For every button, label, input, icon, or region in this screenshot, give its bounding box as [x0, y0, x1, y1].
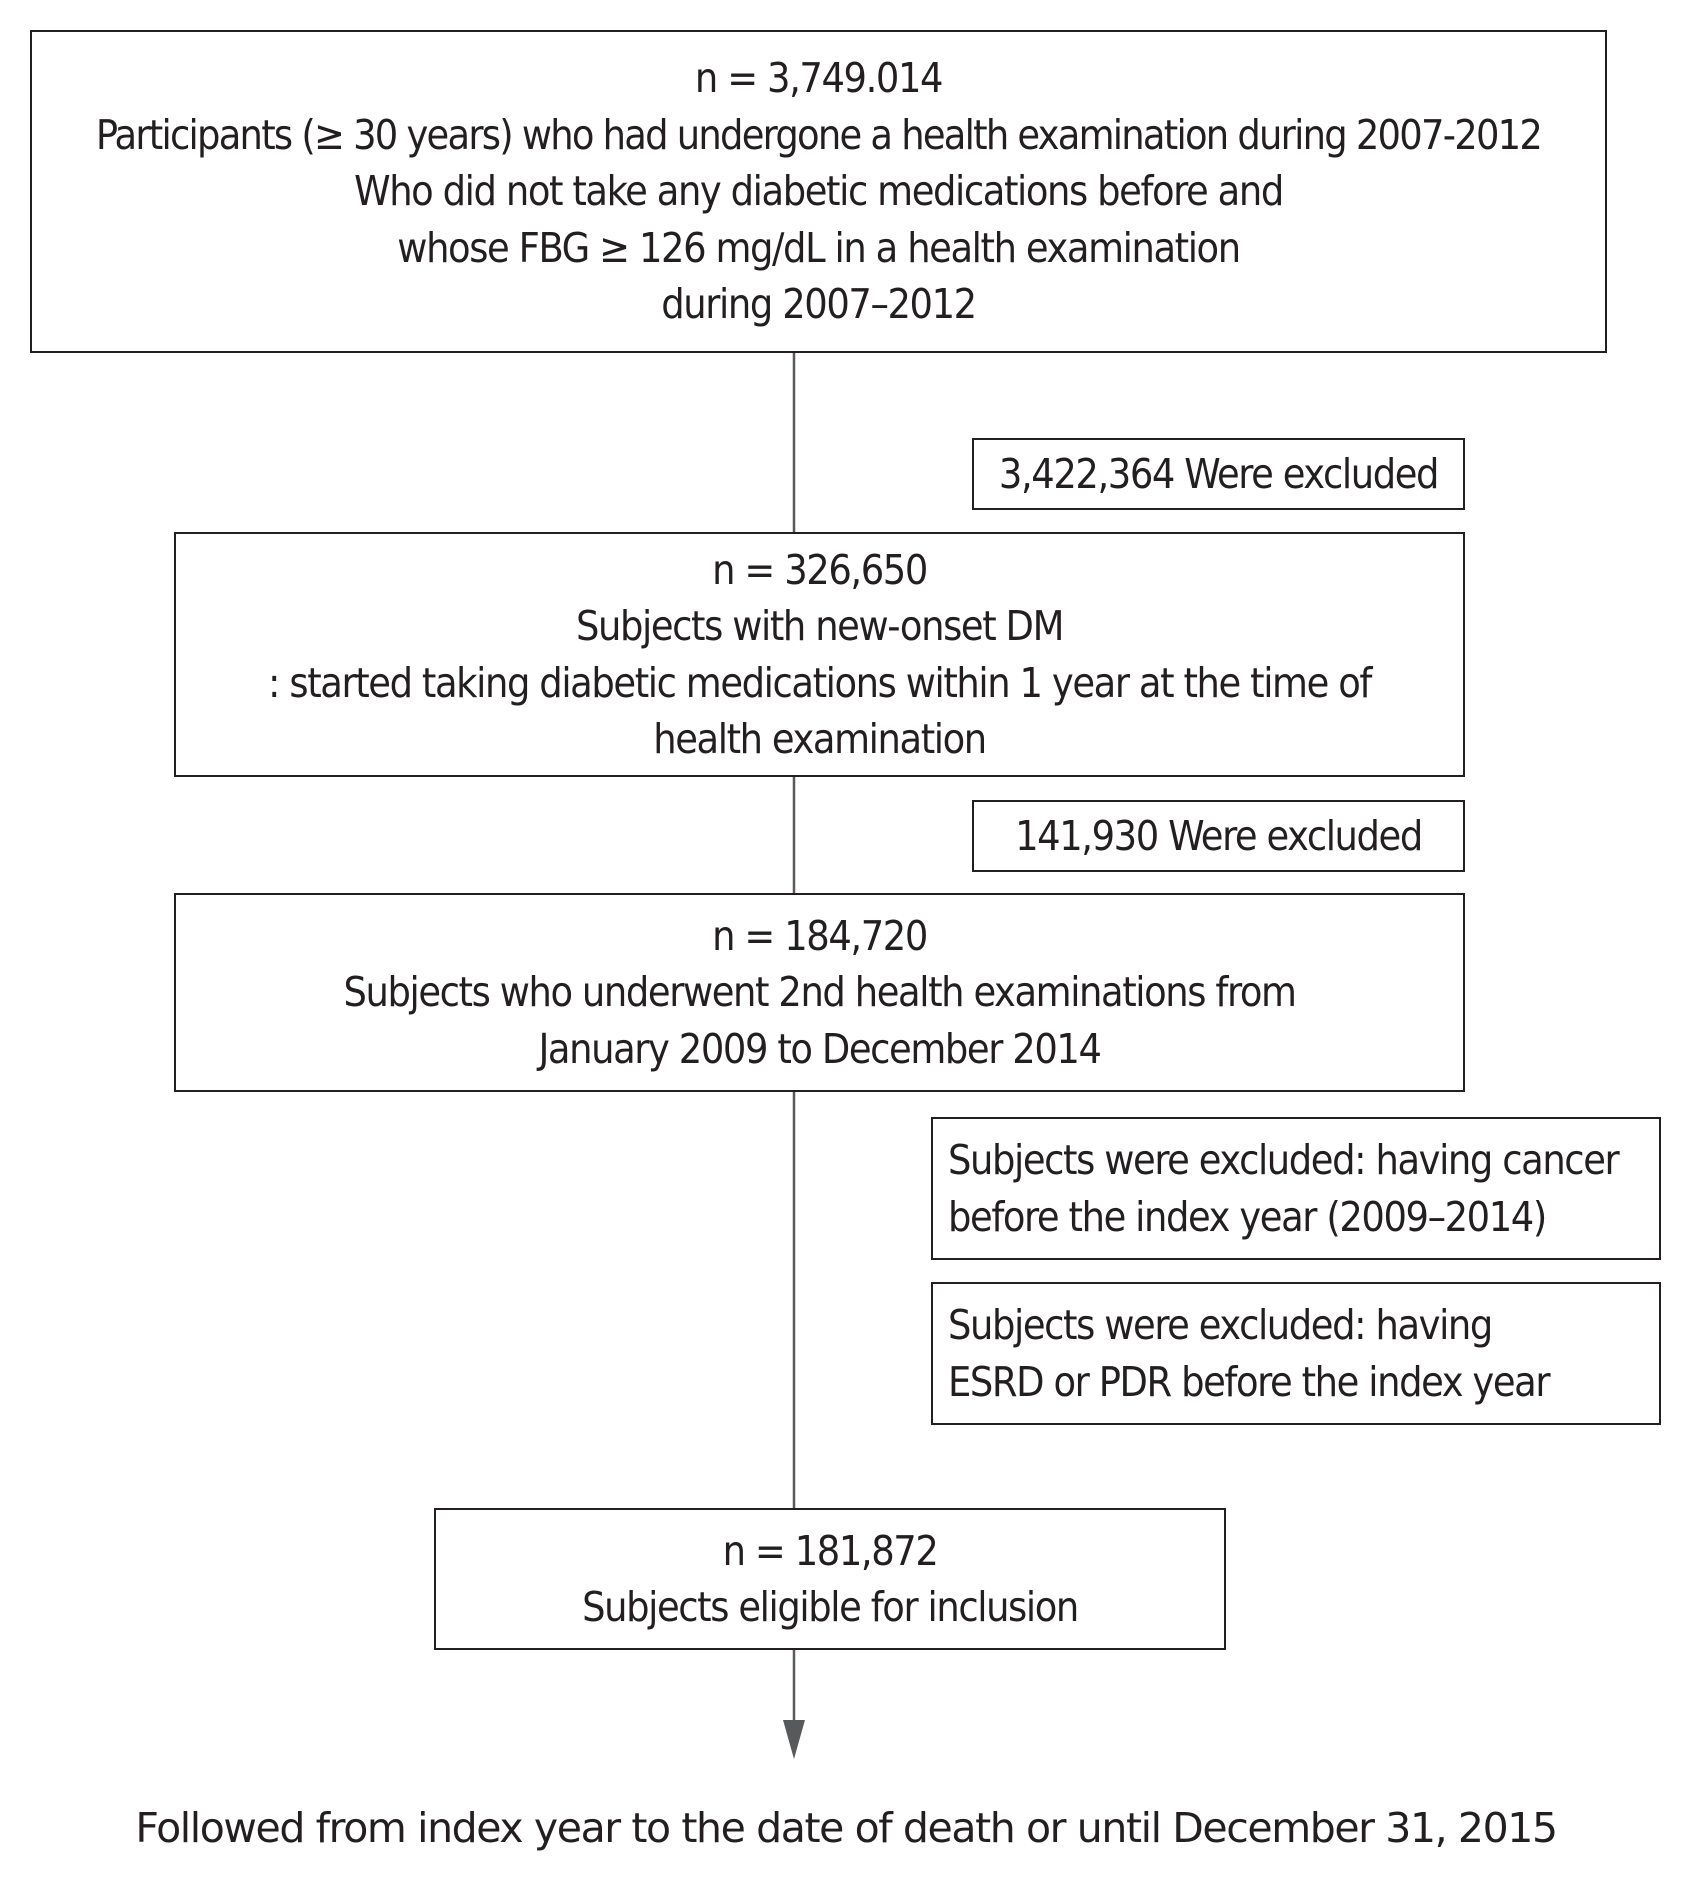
exclusion-box-esrd-pdr-line-1: Subjects were excluded: having [948, 1301, 1493, 1349]
box-second-exam: n = 184,720 Subjects who underwent 2nd h… [174, 893, 1465, 1092]
exclusion-box-cancer-line-1: Subjects were excluded: having cancer [948, 1136, 1620, 1184]
box-eligible: n = 181,872 Subjects eligible for inclus… [434, 1508, 1226, 1650]
box-participants-line-2: Participants (≥ 30 years) who had underg… [95, 110, 1543, 159]
box-participants-count: n = 3,749.014 [694, 54, 944, 103]
box-participants-line-4: whose FBG ≥ 126 mg/dL in a health examin… [397, 223, 1241, 272]
follow-up-caption: Followed from index year to the date of … [135, 1804, 1558, 1852]
exclusion-box-esrd-pdr-line-2: ESRD or PDR before the index year [948, 1357, 1551, 1406]
exclusion-box-1: 3,422,364 Were excluded [972, 438, 1465, 510]
exclusion-box-1-text: 3,422,364 Were excluded [998, 449, 1440, 498]
box-new-onset-dm-count: n = 326,650 [712, 545, 928, 594]
exclusion-box-cancer: Subjects were excluded: having cancer be… [931, 1117, 1661, 1260]
box-participants-line-3: Who did not take any diabetic medication… [354, 167, 1284, 216]
box-new-onset-dm-line-4: health examination [653, 715, 987, 763]
exclusion-box-2-text: 141,930 Were excluded [1015, 811, 1423, 860]
box-participants: n = 3,749.014 Participants (≥ 30 years) … [30, 30, 1607, 353]
box-participants-line-5: during 2007–2012 [661, 280, 977, 329]
box-second-exam-count: n = 184,720 [712, 911, 928, 960]
exclusion-box-cancer-line-2: before the index year (2009–2014) [948, 1192, 1547, 1241]
exclusion-box-esrd-pdr: Subjects were excluded: having ESRD or P… [931, 1282, 1661, 1425]
box-eligible-count: n = 181,872 [722, 1526, 939, 1575]
box-eligible-line-2: Subjects eligible for inclusion [582, 1583, 1079, 1631]
box-second-exam-line-3: January 2009 to December 2014 [538, 1024, 1101, 1073]
box-second-exam-line-2: Subjects who underwent 2nd health examin… [343, 968, 1296, 1017]
box-new-onset-dm-line-3: : started taking diabetic medications wi… [268, 658, 1372, 707]
arrowhead-down-icon [783, 1720, 805, 1759]
box-new-onset-dm: n = 326,650 Subjects with new-onset DM :… [174, 532, 1465, 777]
exclusion-box-2: 141,930 Were excluded [972, 800, 1465, 872]
box-new-onset-dm-line-2: Subjects with new-onset DM [575, 602, 1064, 650]
